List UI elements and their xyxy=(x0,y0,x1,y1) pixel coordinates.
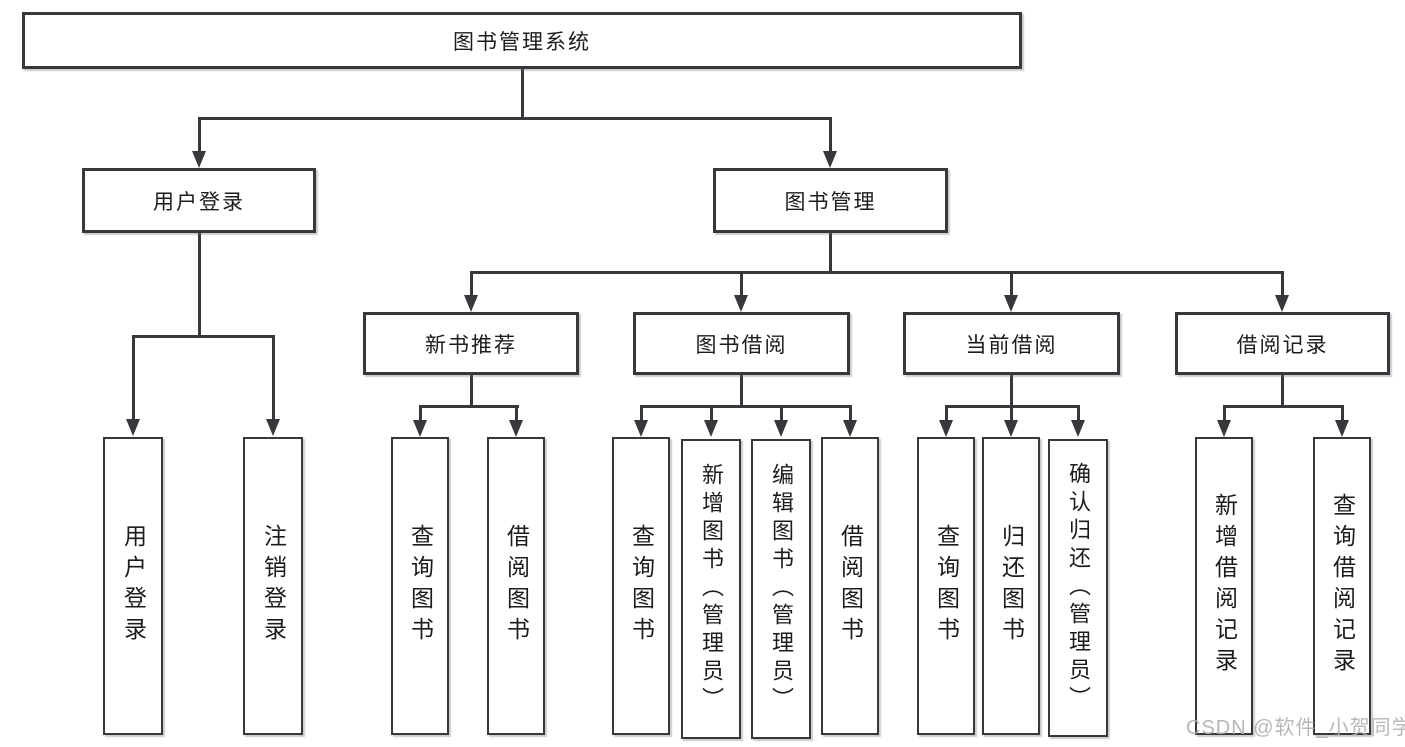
connector-current-drop xyxy=(1077,405,1080,421)
csdn-watermark: CSDN @软件_小贺同学 xyxy=(1186,717,1405,739)
connector-current-stem xyxy=(1010,375,1013,408)
connector-userlogin-drop xyxy=(132,335,135,420)
connector-records-bar xyxy=(1223,405,1344,408)
leaf-add-borrow-record: 新增借阅记录 xyxy=(1195,437,1253,735)
arrow-down-icon xyxy=(704,420,718,437)
connector-root-left-drop xyxy=(198,117,201,153)
leaf-query-books-current-label: 查询图书 xyxy=(933,524,960,648)
leaf-confirm-return-admin-label: 确认归还（管理员） xyxy=(1066,462,1091,714)
connector-borrow-drop xyxy=(710,405,713,421)
node-current-borrow-label: 当前借阅 xyxy=(965,333,1058,357)
leaf-edit-book-admin: 编辑图书（管理员） xyxy=(751,439,811,739)
connector-root-right-drop xyxy=(829,117,832,153)
node-new-book-recommend: 新书推荐 xyxy=(363,312,579,375)
arrow-down-icon xyxy=(509,420,523,437)
leaf-query-borrow-record-label: 查询借阅记录 xyxy=(1329,493,1356,679)
arrow-down-icon xyxy=(1004,420,1018,437)
arrow-down-icon xyxy=(634,420,648,437)
arrow-down-icon xyxy=(823,151,837,168)
node-book-management: 图书管理 xyxy=(713,168,948,233)
arrow-down-icon xyxy=(1217,420,1231,437)
node-new-book-recommend-label: 新书推荐 xyxy=(425,333,517,357)
arrow-down-icon xyxy=(734,295,748,312)
connector-current-drop xyxy=(1010,405,1013,421)
connector-borrow-drop xyxy=(640,405,643,421)
connector-root-stem xyxy=(521,69,524,118)
connector-borrow-drop xyxy=(780,405,783,421)
leaf-add-borrow-record-label: 新增借阅记录 xyxy=(1211,493,1238,679)
node-user-login: 用户登录 xyxy=(82,168,316,233)
leaf-query-books-borrow: 查询图书 xyxy=(612,437,670,735)
connector-bookmgmt-drop xyxy=(1281,271,1284,296)
leaf-query-books-newbook: 查询图书 xyxy=(391,437,449,735)
leaf-confirm-return-admin: 确认归还（管理员） xyxy=(1048,439,1108,737)
arrow-down-icon xyxy=(843,420,857,437)
connector-bookmgmt-drop xyxy=(1010,271,1013,296)
connector-root-bar xyxy=(198,117,832,120)
node-borrow-records-label: 借阅记录 xyxy=(1236,333,1329,357)
leaf-query-borrow-record: 查询借阅记录 xyxy=(1313,437,1371,735)
connector-userlogin-stem xyxy=(198,233,201,338)
connector-newbook-drop xyxy=(515,405,518,421)
leaf-return-book-label: 归还图书 xyxy=(998,524,1025,648)
node-book-management-label: 图书管理 xyxy=(784,190,877,214)
connector-borrow-stem xyxy=(740,375,743,408)
leaf-borrow-books-newbook: 借阅图书 xyxy=(487,437,545,735)
connector-borrow-bar xyxy=(640,405,852,408)
arrow-down-icon xyxy=(464,295,478,312)
node-current-borrow: 当前借阅 xyxy=(903,312,1120,375)
leaf-user-login: 用户登录 xyxy=(103,437,163,735)
node-borrow-records: 借阅记录 xyxy=(1175,312,1390,375)
leaf-query-books-newbook-label: 查询图书 xyxy=(407,524,434,648)
connector-borrow-drop xyxy=(849,405,852,421)
arrow-down-icon xyxy=(1335,420,1349,437)
arrow-down-icon xyxy=(413,420,427,437)
leaf-return-book: 归还图书 xyxy=(982,437,1040,735)
node-root-label: 图书管理系统 xyxy=(453,30,591,54)
connector-newbook-drop xyxy=(419,405,422,421)
arrow-down-icon xyxy=(1004,295,1018,312)
arrow-down-icon xyxy=(266,419,280,436)
connector-bookmgmt-drop xyxy=(740,271,743,296)
leaf-borrow-books-borrow-label: 借阅图书 xyxy=(837,524,864,648)
arrow-down-icon xyxy=(774,420,788,437)
connector-records-drop xyxy=(1223,405,1226,421)
arrow-down-icon xyxy=(126,419,140,436)
arrow-down-icon xyxy=(1071,420,1085,437)
connector-records-stem xyxy=(1281,375,1284,408)
node-book-borrow: 图书借阅 xyxy=(633,312,850,375)
leaf-add-book-admin: 新增图书（管理员） xyxy=(681,439,741,739)
connector-userlogin-bar xyxy=(132,335,275,338)
leaf-logout-label: 注销登录 xyxy=(260,524,287,648)
node-root: 图书管理系统 xyxy=(22,12,1022,69)
leaf-logout: 注销登录 xyxy=(243,437,303,735)
leaf-add-book-admin-label: 新增图书（管理员） xyxy=(699,463,724,715)
leaf-query-books-borrow-label: 查询图书 xyxy=(628,524,655,648)
arrow-down-icon xyxy=(939,420,953,437)
arrow-down-icon xyxy=(192,151,206,168)
node-book-borrow-label: 图书借阅 xyxy=(695,333,788,357)
connector-bookmgmt-stem xyxy=(829,233,832,274)
connector-bookmgmt-drop xyxy=(470,271,473,296)
connector-newbook-stem xyxy=(470,375,473,408)
connector-bookmgmt-bar xyxy=(470,271,1284,274)
leaf-query-books-current: 查询图书 xyxy=(917,437,975,735)
leaf-edit-book-admin-label: 编辑图书（管理员） xyxy=(769,463,794,715)
connector-records-drop xyxy=(1341,405,1344,421)
connector-current-drop xyxy=(945,405,948,421)
connector-newbook-bar xyxy=(419,405,519,408)
node-user-login-label: 用户登录 xyxy=(153,190,245,214)
leaf-borrow-books-borrow: 借阅图书 xyxy=(821,437,879,735)
leaf-user-login-label: 用户登录 xyxy=(120,524,147,648)
leaf-borrow-books-newbook-label: 借阅图书 xyxy=(503,524,530,648)
arrow-down-icon xyxy=(1275,295,1289,312)
connector-userlogin-drop xyxy=(272,335,275,420)
